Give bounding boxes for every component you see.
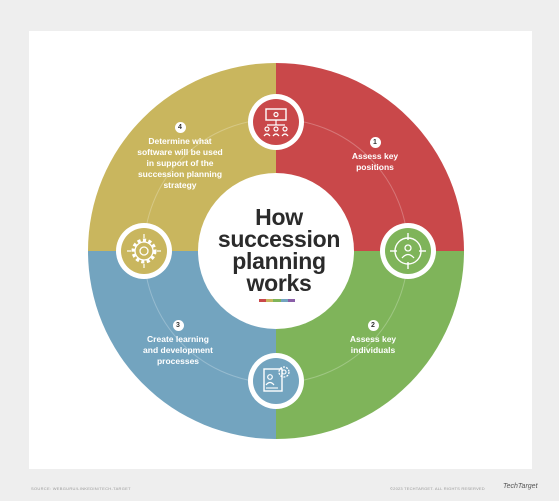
brand-logo: TechTarget xyxy=(503,483,538,490)
step-4-label: 4 Determine what software will be used i… xyxy=(120,122,240,191)
succession-wheel xyxy=(88,63,464,439)
step-3-line-2: and development xyxy=(143,345,213,355)
accent-bar xyxy=(259,299,296,302)
copyright-text: ©2023 TECHTARGET. ALL RIGHTS RESERVED xyxy=(390,486,485,491)
person-target-icon xyxy=(380,223,436,279)
step-4-line-3: in support of the xyxy=(146,158,214,168)
title-line-3: planning xyxy=(232,248,326,274)
step-2-label: 2 Assess key individuals xyxy=(328,320,418,356)
title-line-2: succession xyxy=(217,226,341,252)
accent-segment xyxy=(266,299,274,302)
gear-icon xyxy=(116,223,172,279)
document-gear-icon xyxy=(248,353,304,409)
step-2-number: 2 xyxy=(367,320,379,331)
step-4-line-5: strategy xyxy=(163,180,197,190)
step-2-line-1: Assess key xyxy=(349,334,397,344)
step-3-label: 3 Create learning and development proces… xyxy=(128,320,228,367)
step-1-line-1: Assess key xyxy=(351,151,399,161)
step-4-line-2: software will be used xyxy=(137,147,223,157)
step-1-label: 1 Assess key positions xyxy=(330,137,420,173)
accent-segment xyxy=(273,299,281,302)
diagram-card xyxy=(29,31,532,469)
step-1-line-2: positions xyxy=(356,162,394,172)
title-line-1: How xyxy=(255,204,303,230)
org-chart-icon xyxy=(248,94,304,150)
center-title: How succession planning works xyxy=(204,204,354,296)
step-4-line-4: succession planning xyxy=(137,169,223,179)
accent-segment xyxy=(287,299,296,302)
center-disc xyxy=(198,173,354,329)
step-1-number: 1 xyxy=(369,137,381,148)
step-2-line-2: individuals xyxy=(350,345,396,355)
accent-segment xyxy=(259,299,267,302)
source-credit: SOURCE: WEBGURU/LINKEDIN/TECH-TARGET xyxy=(31,486,131,491)
step-3-number: 3 xyxy=(172,320,184,331)
step-3-line-3: processes xyxy=(156,356,200,366)
accent-segment xyxy=(280,299,288,302)
step-4-number: 4 xyxy=(174,122,186,133)
title-line-4: works xyxy=(246,270,312,296)
step-4-line-1: Determine what xyxy=(148,136,212,146)
step-3-line-1: Create learning xyxy=(147,334,209,344)
